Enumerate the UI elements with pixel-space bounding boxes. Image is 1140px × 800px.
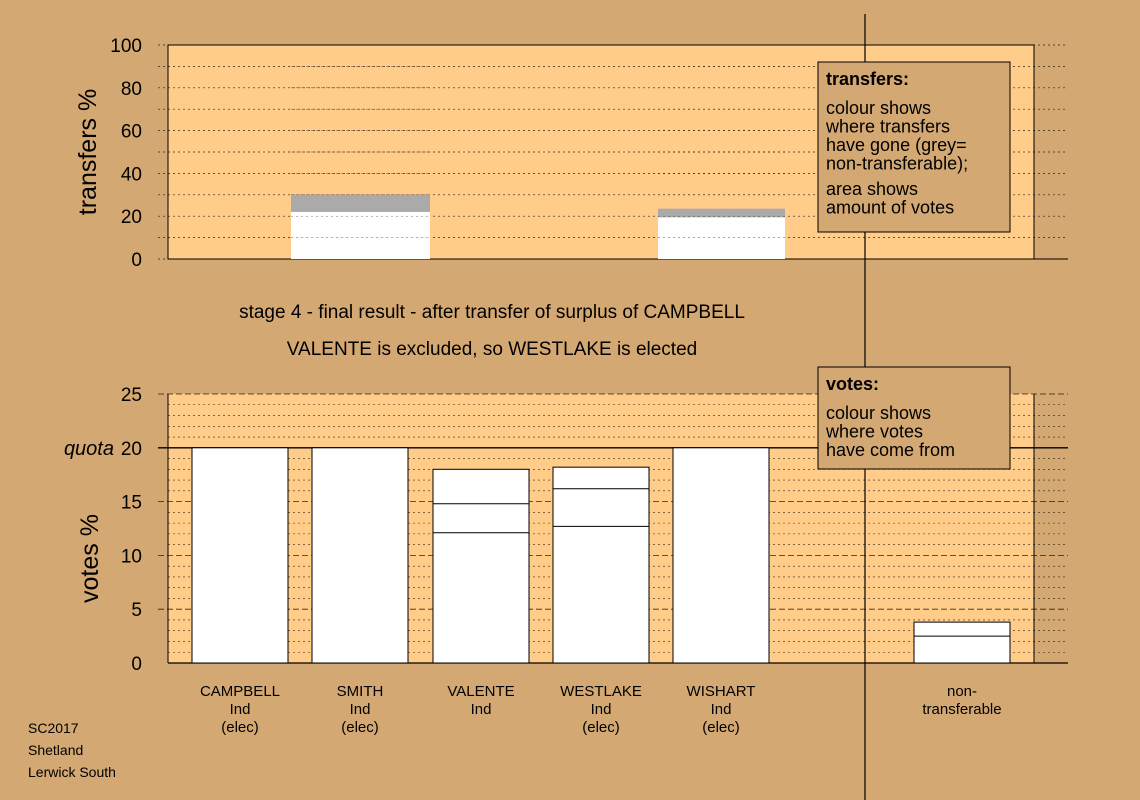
votes-legend-line: colour shows (826, 403, 931, 423)
candidate-label: CAMPBELL (200, 683, 280, 700)
transfer-bar-segment (291, 211, 430, 238)
votes-y-tick-label: 10 (121, 546, 142, 567)
vote-bar (311, 447, 409, 664)
votes-y-tick-label: 0 (131, 654, 142, 675)
transfers-legend-line: amount of votes (826, 198, 954, 218)
candidate-label: WESTLAKE (560, 683, 642, 700)
candidate-label: SMITH (337, 683, 384, 700)
transfers-y-tick-label: 60 (121, 122, 142, 143)
transfers-legend-line: colour shows (826, 98, 931, 118)
candidate-label: Ind (591, 701, 612, 718)
candidate-label: (elec) (702, 719, 740, 736)
votes-y-tick-label: 15 (121, 493, 142, 514)
votes-y-tick-label: 20 (121, 439, 142, 460)
footer-line: SC2017 (28, 720, 79, 736)
transfer-bar-segment (658, 237, 785, 259)
transfers-legend-box (817, 61, 1011, 233)
votes-legend-line: have come from (826, 440, 955, 460)
candidate-label: WISHART (687, 683, 756, 700)
candidate-label: (elec) (341, 719, 379, 736)
transfer-bar-segment (291, 237, 430, 259)
vote-bar (432, 468, 530, 664)
candidate-label: transferable (922, 701, 1001, 718)
candidate-label: VALENTE (447, 683, 514, 700)
candidate-label: Ind (230, 701, 251, 718)
transfers-legend-line: area shows (826, 179, 918, 199)
transfers-y-tick-label: 0 (131, 250, 142, 271)
votes-y-axis-title: votes % (76, 514, 104, 603)
result-caption: VALENTE is excluded, so WESTLAKE is elec… (287, 339, 697, 360)
vote-bar (913, 621, 1011, 664)
votes-legend-line: where votes (825, 422, 923, 442)
vote-bar (672, 447, 770, 664)
votes-legend-title: votes: (826, 374, 879, 394)
transfers-y-tick-label: 100 (110, 36, 142, 57)
vote-bar (191, 447, 289, 664)
footer-line: Shetland (28, 742, 83, 758)
footer-line: Lerwick South (28, 764, 116, 780)
votes-legend-box (817, 366, 1011, 470)
candidate-label: non- (947, 683, 977, 700)
transfers-y-axis-title: transfers % (74, 89, 102, 215)
candidate-label: (elec) (582, 719, 620, 736)
transfer-bar-segment (658, 217, 785, 238)
vote-bar (552, 466, 650, 664)
transfers-legend-title: transfers: (826, 69, 909, 89)
quota-label: quota (64, 438, 114, 460)
transfer-bar-segment (658, 208, 785, 218)
candidate-label: Ind (471, 701, 492, 718)
candidate-label: Ind (711, 701, 732, 718)
candidate-label: Ind (350, 701, 371, 718)
transfers-legend-line: where transfers (825, 117, 950, 137)
transfers-y-tick-label: 40 (121, 164, 142, 185)
transfers-legend-line: have gone (grey= (826, 135, 967, 155)
transfers-y-tick-label: 20 (121, 207, 142, 228)
stage-caption: stage 4 - final result - after transfer … (239, 302, 745, 323)
votes-y-tick-label: 5 (131, 600, 142, 621)
transfer-bar-segment (291, 194, 430, 212)
transfers-y-tick-label: 80 (121, 79, 142, 100)
votes-y-tick-label: 25 (121, 385, 142, 406)
transfers-legend-line: non-transferable); (826, 154, 968, 174)
candidate-label: (elec) (221, 719, 259, 736)
